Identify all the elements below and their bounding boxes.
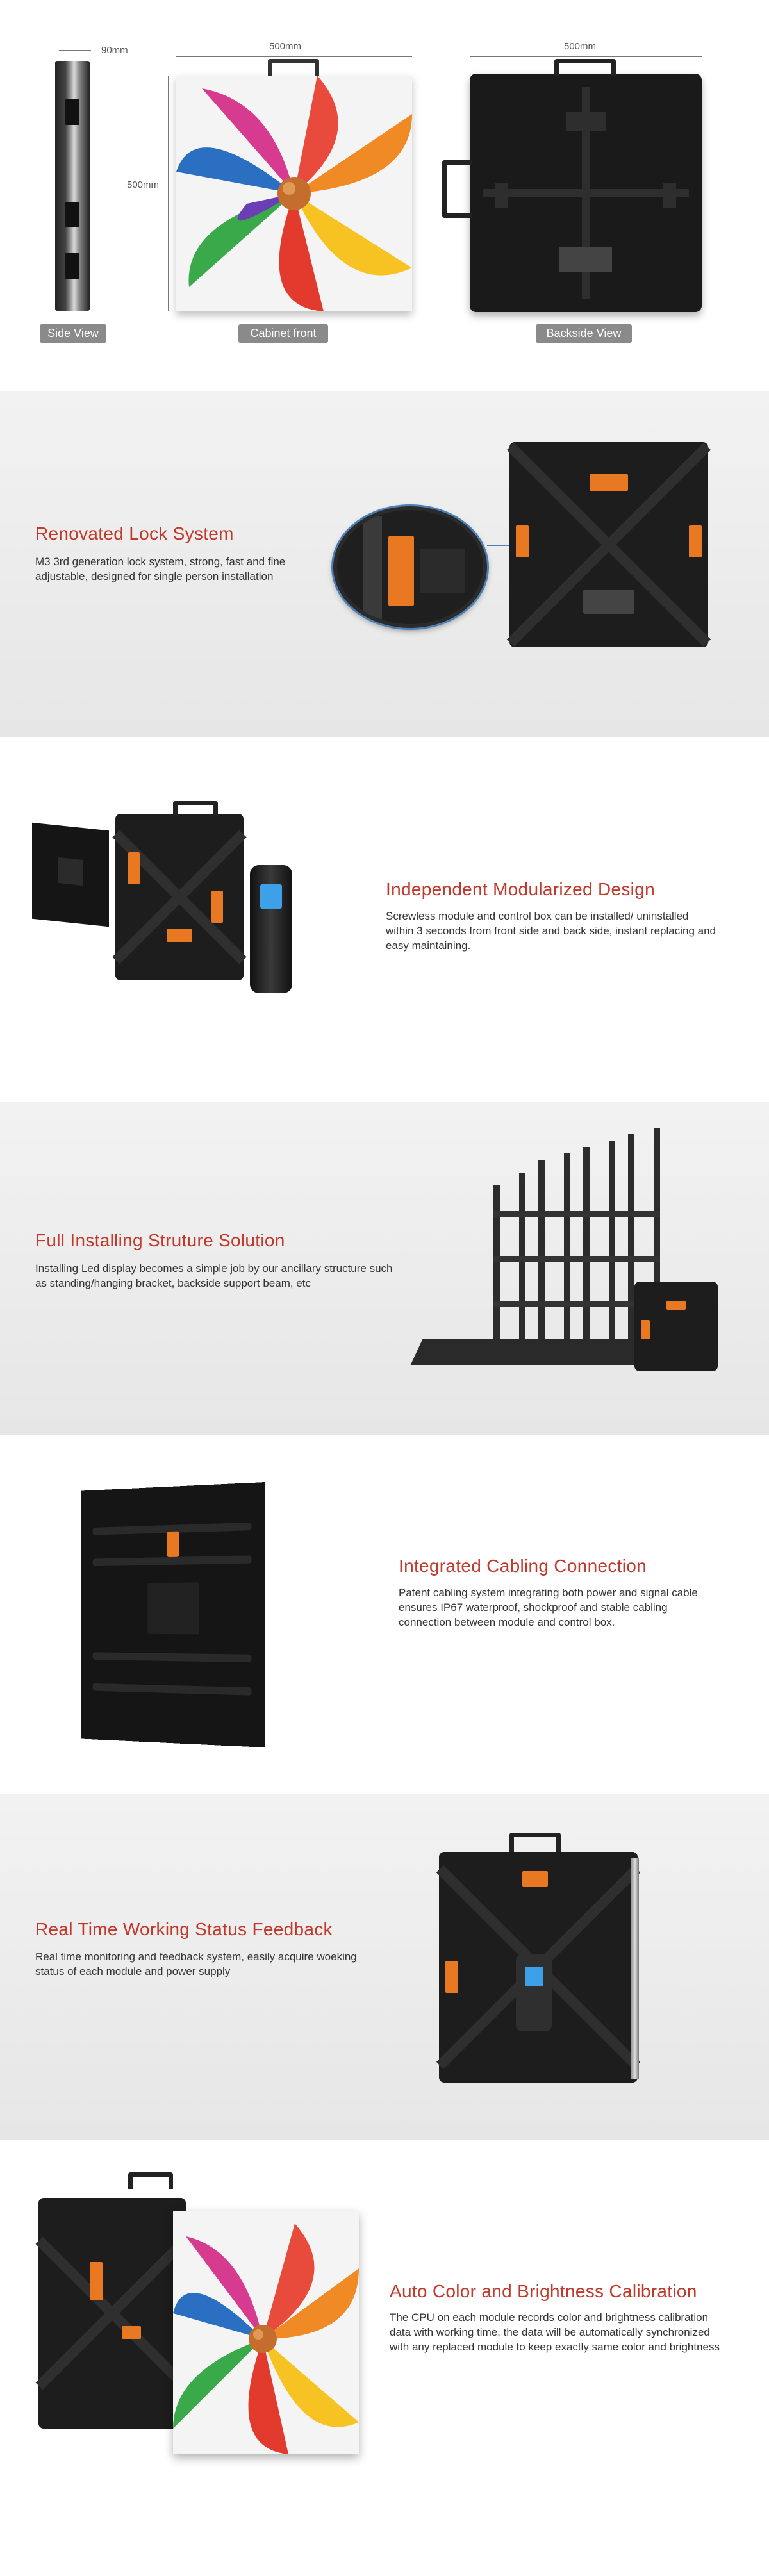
- feature-auto-calibration: Auto Color and Brightness Calibration Th…: [0, 2147, 769, 2576]
- modular-cabinet: [112, 814, 247, 980]
- stand-column: [609, 1141, 615, 1358]
- feature-description: M3 3rd generation lock system, strong, f…: [35, 556, 286, 582]
- module-chip: [58, 857, 83, 886]
- stand-structure: [410, 1128, 743, 1423]
- lens-detail: [420, 549, 465, 593]
- pinwheel-art: [173, 2211, 359, 2454]
- feature-title: Renovated Lock System: [35, 524, 234, 543]
- dim-line-front-width: [176, 56, 412, 57]
- calibration-handle: [128, 2172, 173, 2189]
- feature-lock-system: Renovated Lock System M3 3rd generation …: [0, 391, 769, 737]
- control-box: [559, 247, 612, 272]
- cabinet-edge: [631, 1858, 639, 2079]
- lock-clip: [122, 2326, 141, 2339]
- calibration-front-image: [173, 2211, 359, 2454]
- lock-clip: [167, 929, 192, 942]
- side-view-label: Side View: [40, 324, 106, 343]
- feature-description: Patent cabling system integrating both p…: [399, 1587, 698, 1628]
- status-display: [260, 884, 282, 909]
- stand-column: [493, 1185, 500, 1358]
- cabinet-rib: [582, 87, 590, 299]
- feature-description: Screwless module and control box can be …: [386, 910, 716, 952]
- module-back-plate: [81, 1482, 265, 1747]
- back-top-handle: [554, 59, 616, 76]
- zoom-connector-line: [487, 545, 513, 546]
- lock-clip: [516, 525, 529, 557]
- dim-back-width-label: 500mm: [564, 41, 597, 52]
- lock-clip: [522, 1871, 548, 1887]
- lock-clip: [495, 183, 508, 208]
- dim-front-width-label: 500mm: [269, 41, 302, 52]
- lock-clip: [445, 1961, 458, 1993]
- side-notch: [65, 202, 79, 227]
- lock-zoom-lens: [333, 506, 487, 628]
- lens-frame: [363, 516, 382, 619]
- cable-connector: [167, 1531, 179, 1558]
- front-handle: [268, 59, 319, 77]
- lock-clip: [590, 474, 628, 491]
- feature-title: Auto Color and Brightness Calibration: [390, 2281, 697, 2301]
- status-display: [525, 1967, 543, 1986]
- control-box: [516, 1954, 552, 2031]
- views-section: 90mm 500mm 500mm: [0, 0, 769, 384]
- plate-groove: [92, 1683, 252, 1696]
- lock-clip: [90, 2262, 103, 2300]
- feature-title: Integrated Cabling Connection: [399, 1556, 647, 1576]
- status-cabinet: [436, 1852, 641, 2083]
- stand-beam: [493, 1256, 660, 1262]
- lock-clip: [666, 1301, 686, 1310]
- lens-lock-lever: [388, 536, 414, 606]
- cabinet-front-image: [176, 76, 412, 311]
- stand-beam: [493, 1301, 660, 1307]
- side-notch: [65, 99, 79, 125]
- lock-clip: [128, 852, 140, 884]
- stand-beam: [493, 1211, 660, 1217]
- plate-groove: [92, 1652, 252, 1663]
- feature-status-feedback: Real Time Working Status Feedback Real t…: [0, 1794, 769, 2140]
- cabinet-front-label: Cabinet front: [238, 324, 328, 343]
- stand-cabinet: [634, 1282, 718, 1371]
- lock-clip: [211, 891, 223, 923]
- feature-title: Independent Modularized Design: [386, 879, 655, 899]
- feature-title: Real Time Working Status Feedback: [35, 1919, 333, 1939]
- stand-column: [654, 1128, 660, 1358]
- control-box: [583, 590, 634, 614]
- module-chip: [147, 1582, 199, 1635]
- dim-side-label: 90mm: [101, 45, 128, 56]
- dim-line-front-height: [168, 76, 169, 311]
- lock-cabinet: [506, 442, 711, 647]
- feature-description: Installing Led display becomes a simple …: [35, 1262, 393, 1289]
- feature-description: Real time monitoring and feedback system…: [35, 1951, 357, 1977]
- feature-modular-design: Independent Modularized Design Screwless…: [0, 743, 769, 1096]
- backside-view-cabinet: [470, 74, 702, 312]
- calibration-cabinet-back: [35, 2198, 189, 2429]
- feature-title: Full Installing Struture Solution: [35, 1230, 285, 1250]
- side-view-cabinet: [55, 61, 90, 311]
- lock-clip: [566, 112, 606, 131]
- stand-column: [628, 1134, 634, 1358]
- module-plate: [32, 822, 109, 927]
- side-notch: [65, 253, 79, 279]
- lock-clip: [641, 1320, 650, 1339]
- modular-handle: [173, 801, 218, 816]
- backside-view-label: Backside View: [536, 324, 632, 343]
- feature-description: The CPU on each module records color and…: [390, 2311, 720, 2353]
- feature-cabling-connection: Integrated Cabling Connection Patent cab…: [0, 1442, 769, 1788]
- dim-line-back-width: [470, 56, 702, 57]
- dim-front-height-label: 500mm: [127, 179, 160, 190]
- stand-column: [519, 1173, 525, 1358]
- lock-clip: [689, 525, 702, 557]
- stand-column: [583, 1147, 590, 1358]
- pinwheel-art: [176, 76, 412, 311]
- status-handle: [509, 1833, 561, 1852]
- lock-clip: [663, 183, 676, 208]
- back-side-handle: [442, 160, 472, 218]
- dim-line-side: [59, 50, 91, 51]
- control-box: [250, 865, 292, 993]
- feature-installing-structure: Full Installing Struture Solution Instal…: [0, 1102, 769, 1435]
